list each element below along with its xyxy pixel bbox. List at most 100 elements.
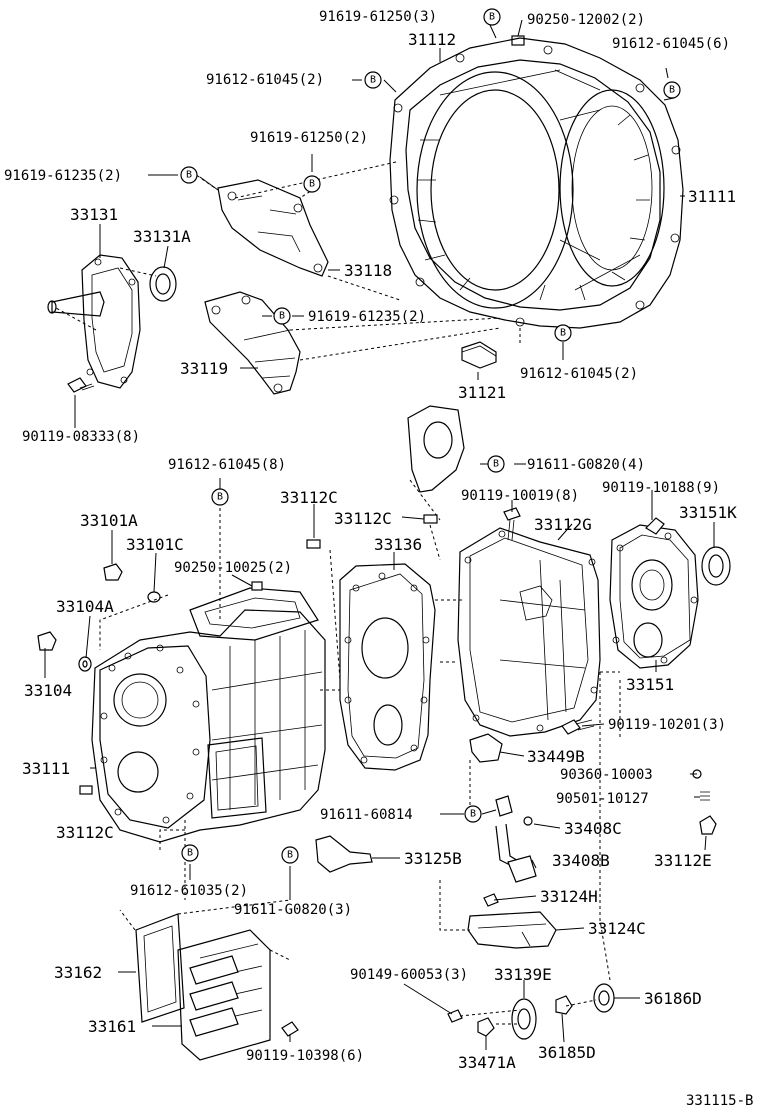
part-label: 91619-61250(2)	[250, 130, 368, 146]
bolt-90119-10019-drawing	[503, 507, 521, 541]
bracket-33125B-drawing	[315, 835, 373, 873]
part-label: 33125B	[404, 849, 462, 868]
bolt-badge: B	[554, 324, 572, 342]
bracket-33118-drawing	[217, 179, 329, 277]
part-label: 33162	[54, 963, 102, 982]
part-label: 90119-10201(3)	[608, 717, 726, 733]
part-label: 91611-G0820(3)	[234, 902, 352, 918]
part-label: 33112E	[654, 851, 712, 870]
part-labels: 91619-61250(3) 90250-12002(2) 31112 9161…	[4, 9, 753, 1109]
part-label: 36186D	[644, 989, 702, 1008]
part-label: 91612-61045(6)	[612, 36, 730, 52]
bracket-33119-drawing	[204, 291, 301, 395]
bolt-90149-60053-drawing	[447, 1009, 463, 1023]
o-ring-33408C-drawing	[523, 816, 533, 826]
part-label: 90119-08333(8)	[22, 429, 140, 445]
gasket-33162-drawing	[135, 913, 185, 1023]
oil-seal-33131A-drawing	[149, 266, 177, 302]
part-label: 90250-12002(2)	[527, 12, 645, 28]
plug-90501-10127-drawing	[700, 791, 710, 801]
transmission-case-33111-drawing	[91, 587, 326, 843]
bracket-33449B-drawing	[469, 733, 503, 763]
svg-text:B: B	[370, 75, 376, 86]
svg-text:B: B	[669, 85, 675, 96]
svg-text:B: B	[489, 12, 495, 23]
plug-33101A-drawing	[103, 563, 123, 581]
part-label: 33104A	[56, 597, 114, 616]
bearing-retainer-33139E-drawing	[511, 998, 537, 1040]
part-label: 33471A	[458, 1053, 516, 1072]
clutch-housing-31112-drawing	[389, 35, 684, 329]
svg-text:B: B	[217, 492, 223, 503]
assembly-guide-lines	[55, 161, 621, 1025]
oil-seal-36186D-drawing	[593, 983, 615, 1013]
part-label: 91619-61235(2)	[4, 168, 122, 184]
bolt-90119-10188-drawing	[645, 517, 665, 535]
part-label: 33124H	[540, 887, 598, 906]
part-label: 91612-61035(2)	[130, 883, 248, 899]
part-label: 33124C	[588, 919, 646, 938]
bolt-badge: B	[273, 307, 291, 325]
part-label: 91619-61250(3)	[319, 9, 437, 25]
bolt-badge: B	[181, 844, 199, 862]
part-label: 33408B	[552, 851, 610, 870]
part-label: 90119-10019(8)	[461, 488, 579, 504]
bolt-90119-08333-drawing	[67, 377, 95, 393]
part-label: 33161	[88, 1017, 136, 1036]
svg-text:B: B	[187, 848, 193, 859]
part-label: 33111	[22, 759, 70, 778]
part-label: 91612-61045(8)	[168, 457, 286, 473]
part-label: 33101A	[80, 511, 138, 530]
cover-31121-drawing	[461, 341, 497, 369]
shield-33124C-drawing	[467, 911, 557, 949]
part-label: 91612-61045(2)	[520, 366, 638, 382]
svg-text:B: B	[309, 179, 315, 190]
svg-text:B: B	[287, 850, 293, 861]
part-label: 33112C	[280, 488, 338, 507]
part-label: 33151K	[679, 503, 737, 522]
gasket-33104A-drawing	[78, 656, 92, 672]
speedometer-sleeve-33408B-drawing	[495, 795, 537, 883]
bolt-badge: B	[464, 805, 482, 823]
bolt-badge: B	[663, 81, 681, 99]
pin-33112C-c-drawing	[423, 514, 438, 524]
part-label: 33101C	[126, 535, 184, 554]
part-label: 90360-10003	[560, 767, 653, 783]
part-label: 31121	[458, 383, 506, 402]
svg-text:B: B	[186, 170, 192, 181]
svg-text:B: B	[560, 328, 566, 339]
part-label: 33408C	[564, 819, 622, 838]
oil-seal-33151K-drawing	[701, 546, 731, 586]
bolt-badge: B	[180, 166, 198, 184]
part-label: 33112C	[56, 823, 114, 842]
bolt-33471A-drawing	[477, 1017, 495, 1037]
bolt-badge: B	[364, 71, 382, 89]
plug-36185D-drawing	[555, 995, 573, 1015]
part-label: 90501-10127	[556, 791, 649, 807]
retainer-91611-G0820-part-drawing	[407, 405, 465, 493]
intermediate-plate-33136-drawing	[339, 563, 436, 771]
part-label: 33136	[374, 535, 422, 554]
cover-33161-drawing	[177, 929, 271, 1061]
part-label: 91612-61045(2)	[206, 72, 324, 88]
extension-housing-33112G-drawing	[457, 527, 601, 737]
part-label: 90149-60053(3)	[350, 967, 468, 983]
extension-housing-33131-drawing	[47, 254, 141, 389]
part-label: 91611-60814	[320, 807, 413, 823]
part-label: 33139E	[494, 965, 552, 984]
bolt-90119-10201-drawing	[561, 719, 595, 735]
part-label: 33119	[180, 359, 228, 378]
plug-33101C-drawing	[147, 591, 161, 603]
part-label: 36185D	[538, 1043, 596, 1062]
part-label: 33151	[626, 675, 674, 694]
plug-33104-drawing	[37, 631, 57, 651]
svg-text:B: B	[470, 809, 476, 820]
part-label: 91611-G0820(4)	[527, 457, 645, 473]
pin-33112C-a-drawing	[79, 785, 93, 795]
bolt-badges: B B B B B B B B B B B B	[180, 8, 681, 864]
part-label: 91619-61235(2)	[308, 309, 426, 325]
part-label: 31112	[408, 30, 456, 49]
diagram-code: 331115-B	[686, 1093, 753, 1109]
pin-90250-10025-drawing	[251, 581, 263, 591]
bolt-90119-10398-drawing	[281, 1021, 299, 1037]
